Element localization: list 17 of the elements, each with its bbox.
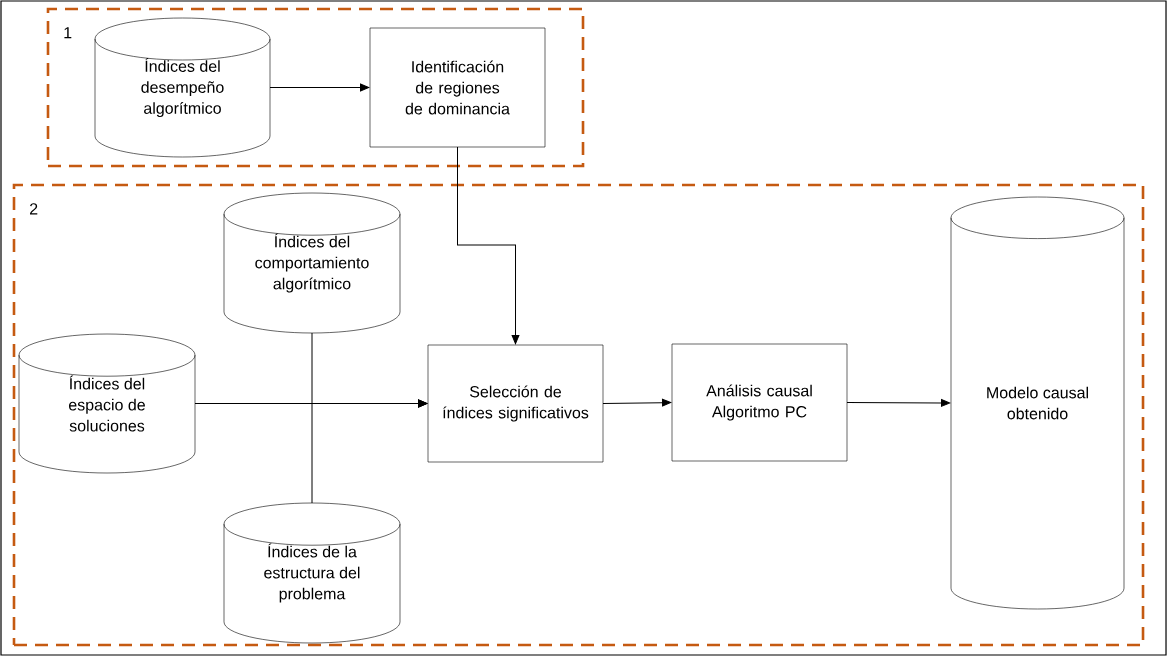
process-box: Selección de índices significativos (427, 344, 604, 463)
arrow (269, 83, 370, 92)
arrow (846, 399, 951, 407)
arrow (602, 398, 672, 407)
group-number: 1 (64, 27, 72, 39)
dashed-group-box (46, 7, 585, 168)
group-number: 2 (30, 203, 38, 215)
database-cylinder: Índices de la estructura del problema (223, 502, 401, 644)
database-cylinder: Índices del espacio de soluciones (18, 333, 196, 474)
dashed-group-box (12, 183, 1145, 647)
database-cylinder: Modelo causal obtenido (950, 196, 1125, 610)
arrow (457, 146, 520, 345)
database-cylinder: Índices del comportamiento algorítmico (223, 192, 401, 334)
process-box: Análisis causal Algoritmo PC (671, 343, 848, 462)
database-cylinder: Índices del desempeño algorítmico (94, 17, 271, 158)
process-box: Identificación de regiones de dominancia (369, 27, 546, 148)
arrow (311, 399, 428, 504)
